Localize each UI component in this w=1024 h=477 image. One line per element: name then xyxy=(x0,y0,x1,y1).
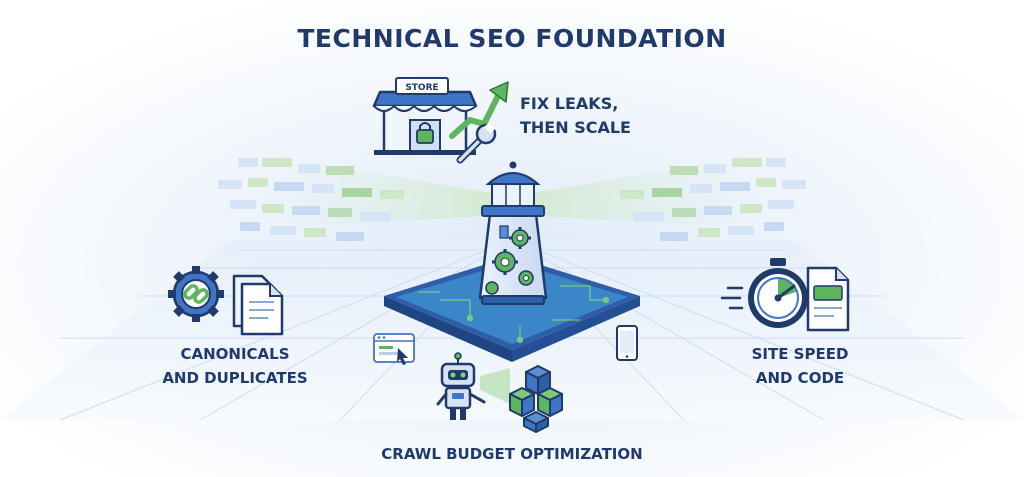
data-tiles-right xyxy=(620,158,806,241)
page-title: TECHNICAL SEO FOUNDATION xyxy=(297,24,727,53)
site-speed-line-1: SITE SPEED xyxy=(751,345,849,363)
data-tiles-left xyxy=(218,158,404,241)
fix-leaks-line-1: FIX LEAKS, xyxy=(520,94,619,113)
growth-arrow-icon xyxy=(449,81,509,139)
canonicals-line-2: AND DUPLICATES xyxy=(162,369,308,387)
server-cubes-icon xyxy=(509,365,563,433)
robot-icon xyxy=(436,352,486,420)
store-icon xyxy=(372,77,478,155)
canonicals-line-1: CANONICALS xyxy=(180,345,290,363)
browser-window-icon xyxy=(373,333,415,365)
mobile-phone-icon xyxy=(616,325,638,361)
lighthouse-icon xyxy=(478,161,548,305)
crawl-budget-label: CRAWL BUDGET OPTIMIZATION xyxy=(381,445,643,463)
gear-chain-icon xyxy=(168,266,224,322)
site-speed-line-2: AND CODE xyxy=(755,369,845,387)
canonicals-label: CANONICALS AND DUPLICATES xyxy=(150,342,320,390)
site-speed-label: SITE SPEED AND CODE xyxy=(720,342,880,390)
fix-leaks-label: FIX LEAKS, THEN SCALE xyxy=(520,92,631,140)
fix-leaks-line-2: THEN SCALE xyxy=(520,118,631,137)
wrench-icon xyxy=(456,122,497,164)
store-sign-text: STORE xyxy=(405,83,438,93)
scan-beam xyxy=(480,368,510,404)
stopwatch-icon xyxy=(720,258,808,328)
document-icon xyxy=(232,274,284,336)
code-document-icon xyxy=(806,266,850,332)
